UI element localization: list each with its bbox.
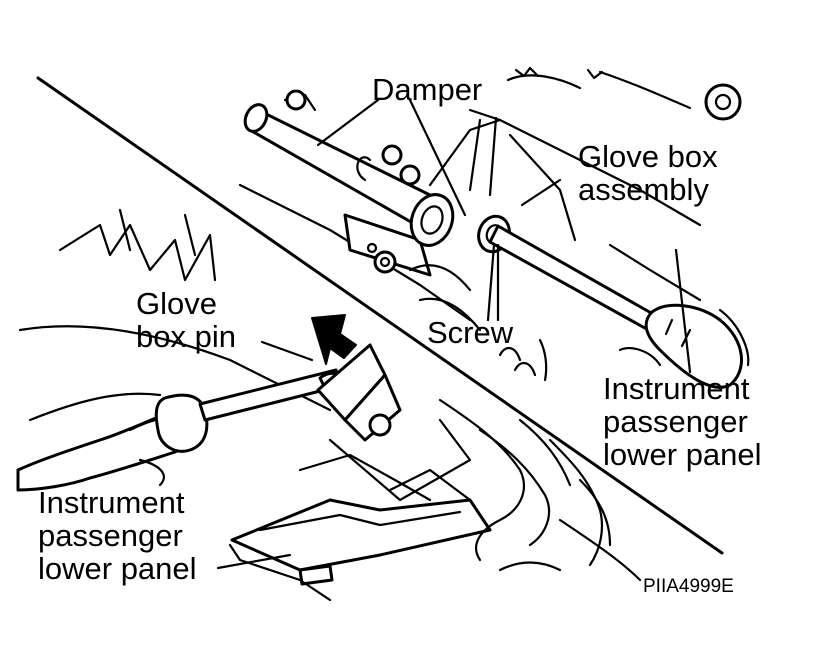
instrument-panel-left-label: Instrument passenger lower panel xyxy=(38,485,197,586)
lower-detail xyxy=(16,208,642,602)
glove-box-assembly-label: Glove box assembly xyxy=(578,139,718,207)
section-divider-line xyxy=(36,76,724,555)
instrument-panel-right-label: Instrument passenger lower panel xyxy=(603,371,762,472)
glove-box-pin-label: Glove box pin xyxy=(136,286,236,354)
screw-label: Screw xyxy=(427,315,514,350)
damper-label: Damper xyxy=(372,72,483,107)
upper-detail xyxy=(238,66,750,389)
figure-code: PIIA4999E xyxy=(643,576,734,597)
